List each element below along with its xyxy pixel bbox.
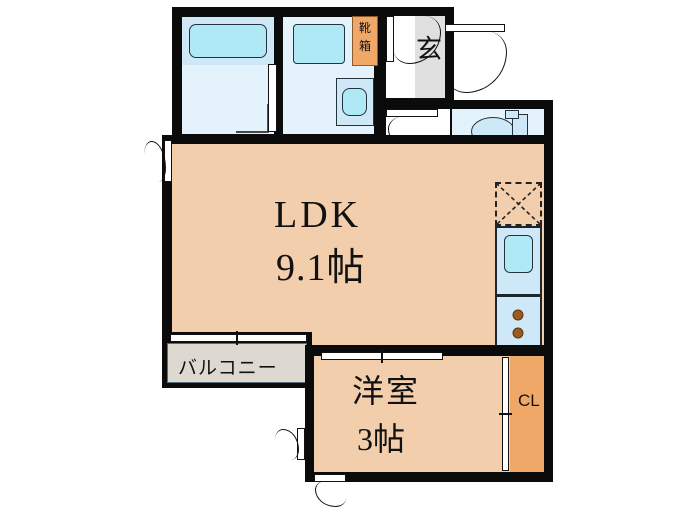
washitsu-label: 洋室 (352, 373, 421, 409)
balcony-label: バルコニー (178, 358, 278, 379)
ldk-floor (172, 144, 544, 361)
closet-sliding-door-upper[interactable] (502, 357, 509, 414)
ldk-size-label: 9.1帖 (276, 247, 366, 289)
kitchen-sink-basin (504, 235, 533, 273)
ldk-entry-door-swing-icon (144, 141, 166, 182)
closet-label: CL (518, 391, 540, 410)
ldk-label: LDK (274, 194, 362, 236)
entrance-door-swing-icon (445, 31, 507, 93)
washitsu-floor (314, 356, 510, 472)
washitsu-sliding-door-left[interactable] (321, 352, 383, 360)
washitsu-door-mullion (381, 349, 383, 363)
shoebox (352, 16, 378, 66)
balcony-window-mullion (236, 331, 238, 345)
washitsu-sliding-door-right[interactable] (381, 352, 443, 360)
washitsu-size-label: 3帖 (357, 421, 406, 457)
gas-stove-burners-icon (512, 309, 524, 339)
closet-door-mullion (499, 413, 512, 415)
refrigerator-space (495, 182, 542, 226)
washing-machine-space (293, 24, 345, 64)
balcony-sliding-window-right[interactable] (237, 334, 307, 342)
vanity-sink-basin (342, 88, 367, 116)
bathroom-door-swing-icon (236, 104, 269, 133)
shoebox-label-1: 靴 (359, 21, 372, 35)
closet-sliding-door-lower[interactable] (502, 414, 509, 471)
shoebox-label-2: 箱 (359, 39, 372, 53)
washitsu-south-window-swing-icon (315, 481, 346, 507)
balcony-sliding-window-left[interactable] (170, 334, 240, 342)
balcony-floor (167, 343, 307, 383)
toilet-lid-hinge (505, 110, 519, 119)
washitsu-west-window-swing-icon (275, 429, 299, 460)
closet (510, 356, 544, 472)
refrigerator-space-cross-icon (495, 182, 542, 226)
bathtub (189, 24, 267, 58)
bathroom-door-leaf[interactable] (268, 64, 277, 132)
